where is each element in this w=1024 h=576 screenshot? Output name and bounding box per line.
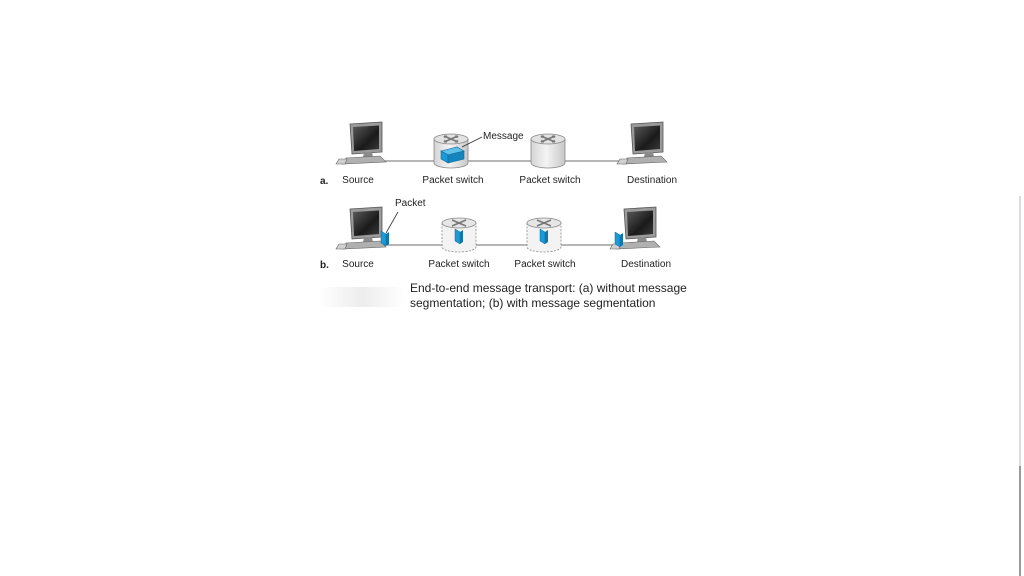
packet-callout-label: Packet — [395, 198, 426, 209]
caption-line-1: End-to-end message transport: (a) withou… — [410, 281, 687, 295]
scrollbar-thumb[interactable] — [1019, 466, 1021, 576]
row-b-letter: b. — [320, 260, 329, 271]
computer-icon — [335, 206, 387, 250]
packet-icon — [614, 231, 624, 248]
figure-caption: End-to-end message transport: (a) withou… — [410, 281, 710, 311]
scrollbar-track[interactable] — [1019, 196, 1021, 576]
message-callout-label: Message — [483, 131, 524, 142]
message-block-icon — [440, 146, 465, 164]
row-a-letter: a. — [320, 176, 329, 187]
packet-switch-label: Packet switch — [422, 175, 484, 186]
packet-switch-label: Packet switch — [428, 259, 490, 270]
packet-switch-label: Packet switch — [514, 259, 576, 270]
router-icon — [530, 133, 566, 169]
packet-icon — [454, 228, 464, 245]
destination-label: Destination — [626, 175, 678, 186]
computer-icon — [616, 121, 668, 165]
faded-artifact — [318, 287, 406, 307]
caption-line-2: segmentation; (b) with message segmentat… — [410, 296, 656, 310]
message-callout-line — [461, 136, 483, 148]
source-label: Source — [342, 175, 374, 186]
destination-label: Destination — [620, 259, 672, 270]
computer-icon — [335, 121, 387, 165]
packet-switch-label: Packet switch — [519, 175, 581, 186]
packet-callout-line — [385, 211, 399, 234]
packet-icon — [539, 228, 549, 245]
source-label: Source — [342, 259, 374, 270]
packet-icon — [380, 230, 390, 247]
